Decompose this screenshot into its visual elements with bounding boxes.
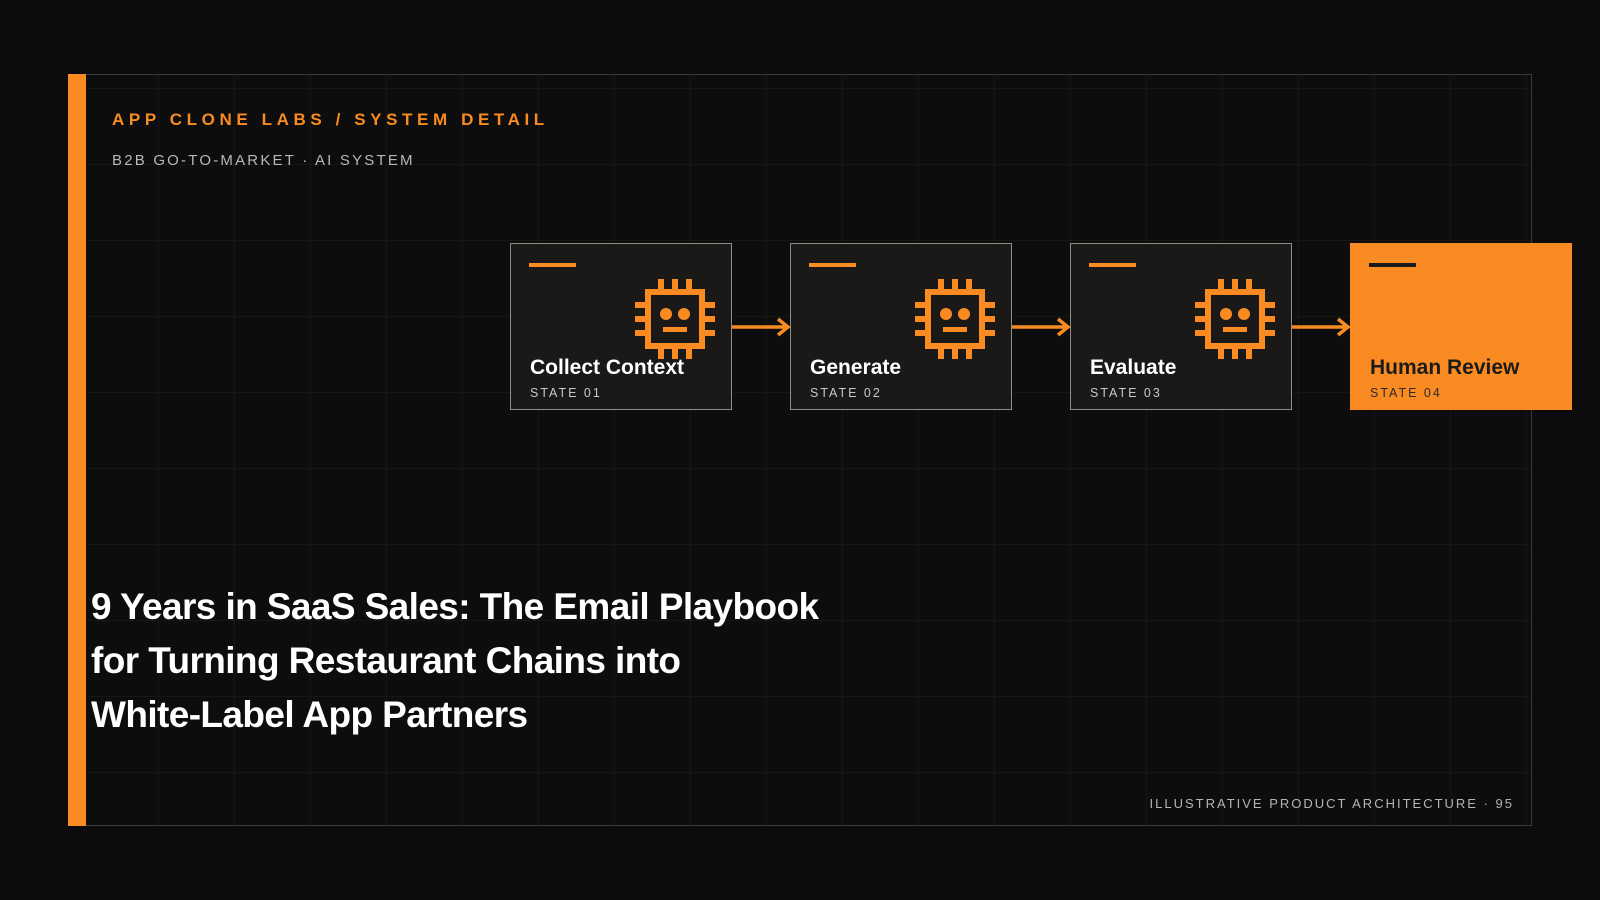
node-tick	[1369, 263, 1416, 267]
node-tick	[809, 263, 856, 267]
node-tick	[1089, 263, 1136, 267]
node-state: STATE 01	[530, 386, 602, 400]
flow-arrow	[732, 317, 791, 337]
flow-arrow	[1292, 317, 1351, 337]
state-node-collect-context: Collect Context STATE 01	[510, 243, 732, 410]
robot-chip-icon	[915, 279, 995, 359]
node-title: Evaluate	[1090, 356, 1177, 379]
robot-chip-icon	[635, 279, 715, 359]
state-node-evaluate: Evaluate STATE 03	[1070, 243, 1292, 410]
subtitle-label: B2B GO-TO-MARKET · AI SYSTEM	[112, 152, 415, 169]
node-state: STATE 03	[1090, 386, 1162, 400]
robot-chip-icon	[1195, 279, 1275, 359]
node-title: Human Review	[1370, 356, 1520, 379]
node-title: Collect Context	[530, 356, 685, 379]
eyebrow-label: APP CLONE LABS / SYSTEM DETAIL	[112, 110, 549, 129]
headline: 9 Years in SaaS Sales: The Email Playboo…	[91, 580, 871, 742]
node-state: STATE 04	[1370, 386, 1442, 400]
node-tick	[529, 263, 576, 267]
state-node-human-review: Human Review STATE 04	[1350, 243, 1572, 410]
headline-line-2: for Turning Restaurant Chains into	[91, 640, 681, 681]
flow-arrow	[1012, 317, 1071, 337]
headline-line-3: White-Label App Partners	[91, 694, 528, 735]
headline-line-1: 9 Years in SaaS Sales: The Email Playboo…	[91, 586, 819, 627]
node-title: Generate	[810, 356, 902, 379]
accent-bar	[68, 74, 86, 826]
slide-frame	[68, 74, 1532, 826]
footer-caption: ILLUSTRATIVE PRODUCT ARCHITECTURE · 95	[1149, 796, 1514, 811]
state-node-generate: Generate STATE 02	[790, 243, 1012, 410]
node-state: STATE 02	[810, 386, 882, 400]
